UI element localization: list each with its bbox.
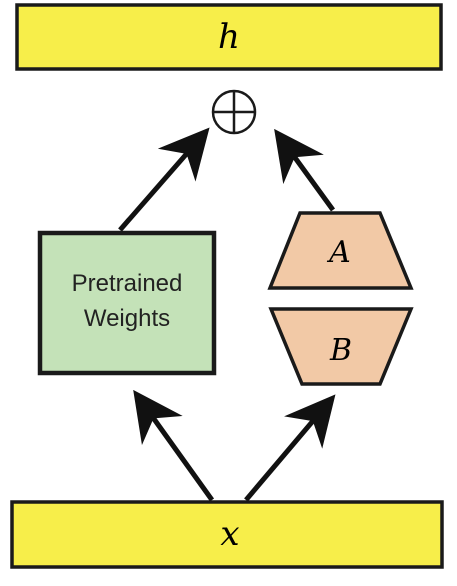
matrix-b-label: B xyxy=(329,333,352,368)
pretrained-weights-box xyxy=(37,230,217,376)
output-h-label: h xyxy=(218,17,240,57)
arrow-x-to-b xyxy=(244,394,336,502)
arrow-pretrained-to-sum xyxy=(118,127,210,232)
pretrained-weights-label-line2: Weights xyxy=(84,305,170,332)
sum-operator-icon xyxy=(211,89,257,135)
input-x-box xyxy=(10,500,444,569)
arrow-a-to-sum xyxy=(274,128,336,212)
output-h-box xyxy=(15,3,443,71)
matrix-b-trapezoid xyxy=(268,307,414,386)
pretrained-weights-label-line1: Pretrained xyxy=(72,270,183,297)
matrix-a-trapezoid xyxy=(267,211,414,290)
arrow-x-to-pretrained xyxy=(133,389,215,502)
input-x-label: x xyxy=(220,514,239,554)
matrix-a-label: A xyxy=(326,235,351,270)
